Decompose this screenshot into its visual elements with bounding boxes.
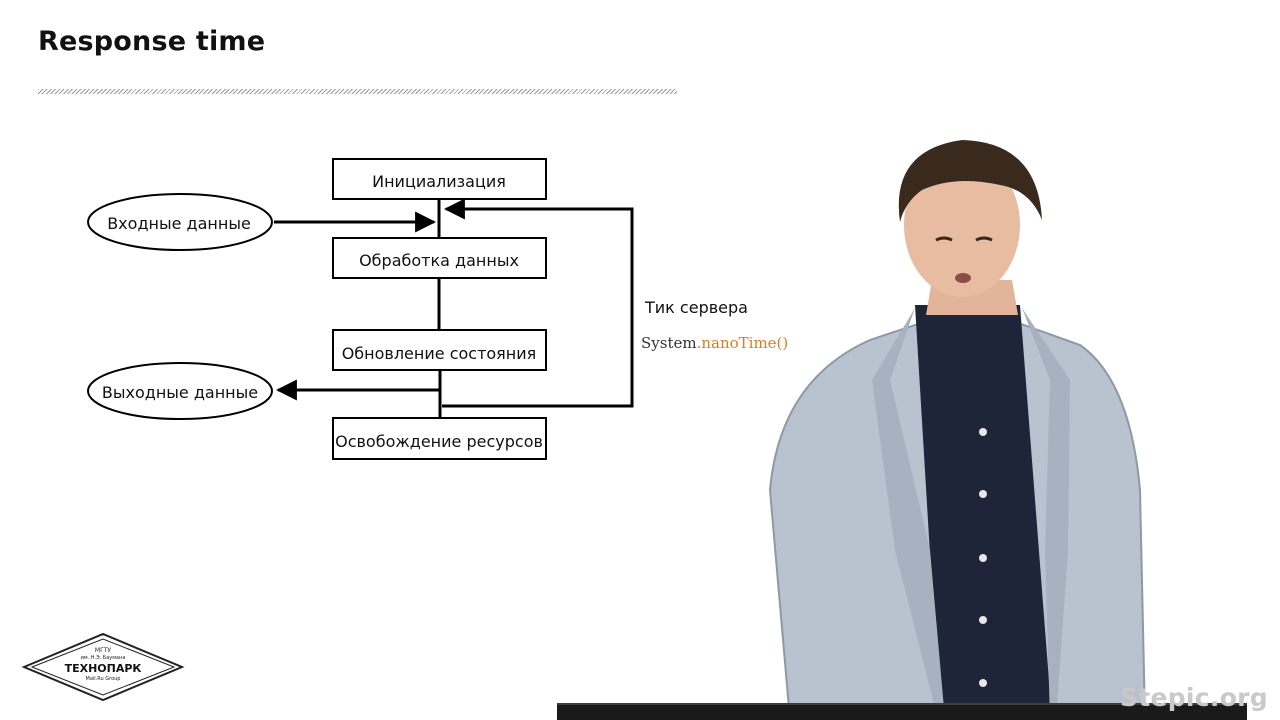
code-dot: . [697, 334, 702, 352]
code-method: nanoTime() [701, 334, 788, 352]
tick-label: Тик сервера [644, 298, 748, 317]
box-update-label: Обновление состояния [342, 344, 537, 363]
box-process: Обработка данных [332, 237, 547, 279]
box-process-label: Обработка данных [359, 251, 519, 270]
ellipse-output: Выходные данные [87, 362, 273, 420]
code-object: System [641, 334, 697, 352]
presenter-image [700, 130, 1220, 720]
box-init: Инициализация [332, 158, 547, 200]
box-release: Освобождение ресурсов [332, 417, 547, 460]
ellipse-input: Входные данные [87, 193, 273, 251]
logo-line2: им. Н.Э. Баумана [81, 655, 126, 661]
box-init-label: Инициализация [372, 172, 506, 191]
logo-name: ТЕХНОПАРК [65, 662, 142, 675]
title-divider [38, 89, 677, 94]
code-label: System.nanoTime() [641, 334, 788, 352]
logo-group: Mail.Ru Group [86, 676, 121, 682]
technopark-logo: МГТУ им. Н.Э. Баумана ТЕХНОПАРК Mail.Ru … [20, 630, 186, 704]
ellipse-output-label: Выходные данные [102, 383, 258, 402]
logo-line1: МГТУ [95, 647, 112, 654]
desk-laptop [557, 703, 1247, 720]
slide-title: Response time [38, 26, 266, 57]
watermark: Stepic.org [1119, 683, 1268, 712]
box-update: Обновление состояния [332, 329, 547, 371]
box-release-label: Освобождение ресурсов [335, 432, 543, 451]
ellipse-input-label: Входные данные [107, 214, 251, 233]
tick-loop-arrow [442, 198, 634, 408]
